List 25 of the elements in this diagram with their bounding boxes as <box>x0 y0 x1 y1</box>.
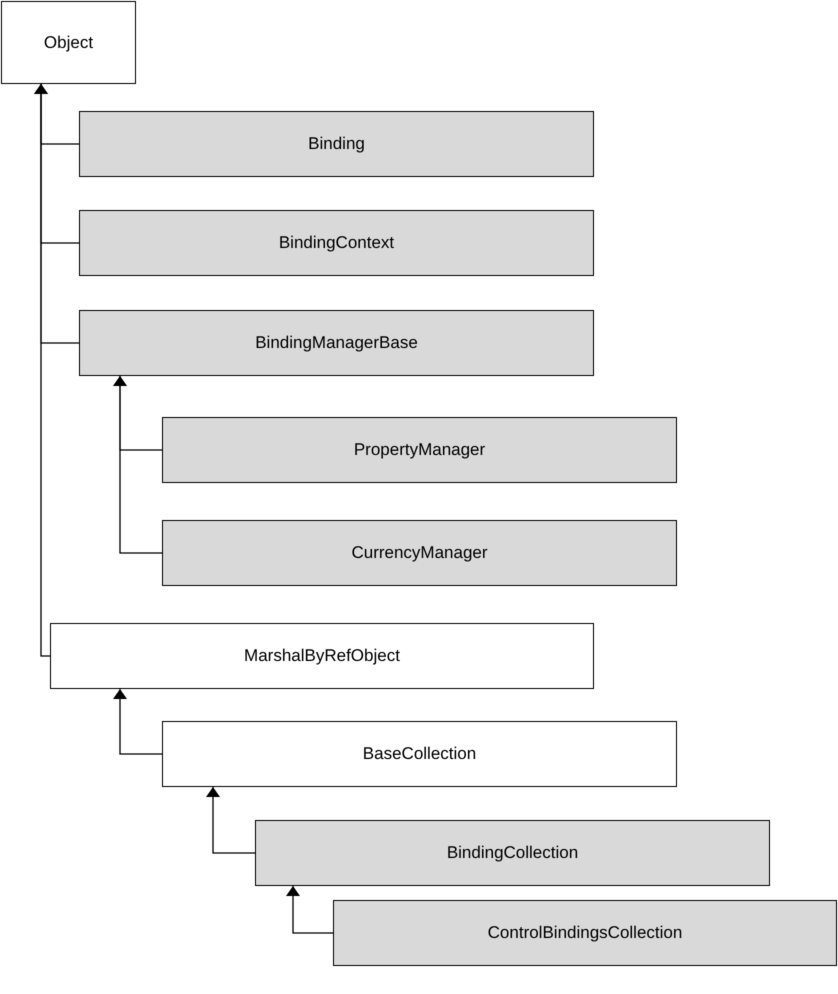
class-box <box>255 820 770 886</box>
class-name: BindingContext <box>278 233 394 253</box>
class-name: ControlBindingsCollection <box>488 923 682 943</box>
class-name: CurrencyManager <box>351 543 488 563</box>
class-name: Binding <box>308 134 365 154</box>
class-box <box>333 900 837 966</box>
class-name: PropertyManager <box>354 440 486 460</box>
inheritance-arrow <box>113 689 162 755</box>
inheritance-arrow <box>206 787 255 854</box>
class-box <box>162 417 677 483</box>
inheritance-arrow <box>286 886 333 934</box>
class-box <box>162 520 677 586</box>
class-box <box>79 210 594 276</box>
class-box <box>162 721 677 787</box>
class-name: Object <box>44 32 94 52</box>
class-box <box>79 310 594 376</box>
inheritance-arrow <box>113 376 162 554</box>
class-name: MarshalByRefObject <box>244 646 400 666</box>
class-name: BaseCollection <box>362 744 476 764</box>
class-box <box>50 623 594 689</box>
class-box <box>1 1 136 84</box>
inheritance-arrow <box>34 84 50 657</box>
class-box <box>79 111 594 177</box>
class-name: BindingManagerBase <box>255 333 418 353</box>
class-name: BindingCollection <box>446 843 578 863</box>
